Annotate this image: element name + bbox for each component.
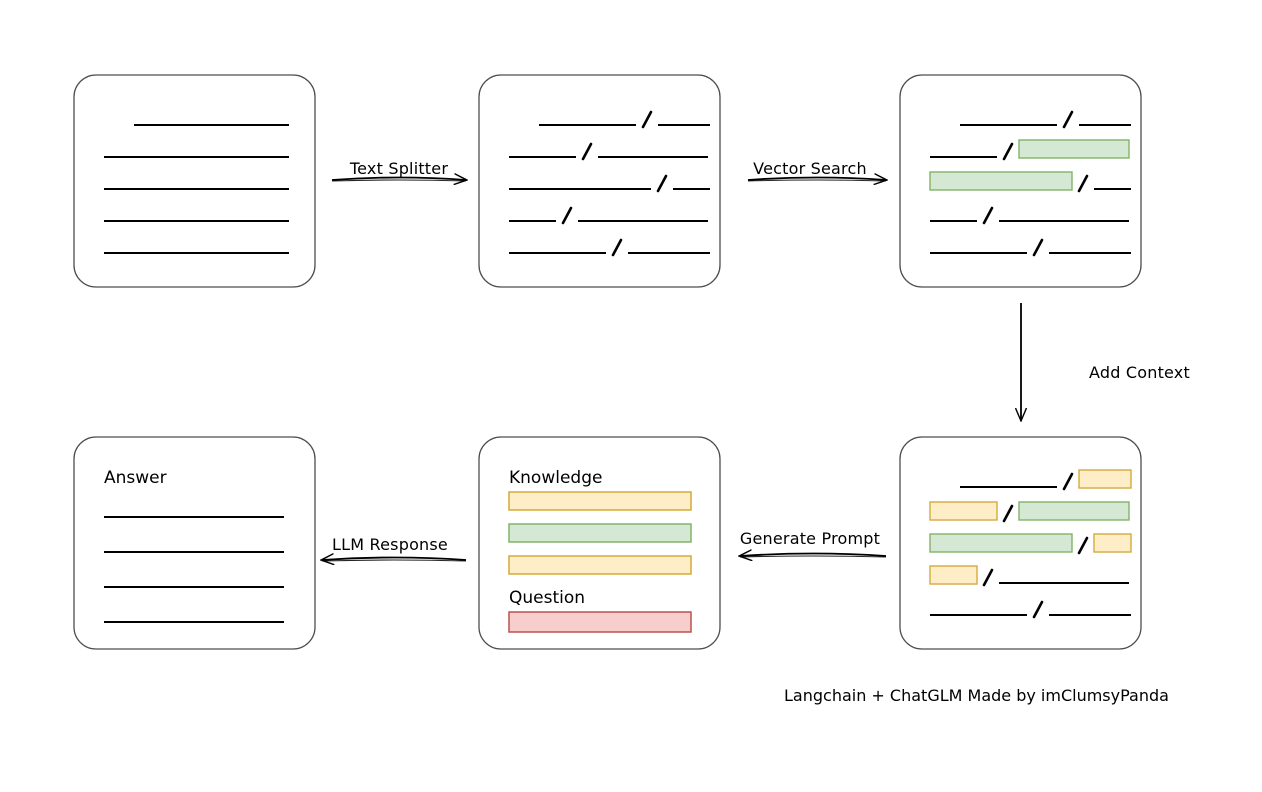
chunk-separator [641,110,653,129]
prompt-bar-yellow [508,555,692,575]
edge-label-llm-response: LLM Response [332,535,448,554]
highlight-chip-yellow [929,565,978,585]
chunk-separator [1032,238,1044,257]
node-heading: Question [509,588,586,608]
footer-credit: Langchain + ChatGLM Made by imClumsyPand… [784,686,1169,705]
node-frame [73,74,316,288]
chunk-separator [1062,110,1074,129]
edge-label-vector-search: Vector Search [753,159,867,178]
node-answer [73,436,316,650]
node-heading: Answer [104,468,167,488]
node-source-document [73,74,316,288]
prompt-bar-yellow [508,491,692,511]
node-prompt [478,436,721,650]
highlight-chip-green [929,171,1073,191]
prompt-bar-red [508,611,692,633]
edge-sketch-vector-search [747,179,887,182]
chunk-separator [561,206,573,225]
edge-llm-response [322,558,467,561]
highlight-chip-green [1018,501,1130,521]
highlight-chip-yellow [1078,469,1132,489]
node-split-chunks [478,74,721,288]
edge-generate-prompt [740,554,887,557]
edge-text-splitter [331,178,466,181]
node-heading: Knowledge [509,468,603,488]
prompt-bar-green [508,523,692,543]
chunk-separator [611,238,623,257]
chunk-separator [1032,600,1044,619]
edge-label-add-context: Add Context [1089,363,1190,382]
highlight-chip-yellow [929,501,998,521]
chunk-separator [1002,142,1014,161]
chunk-separator [1002,504,1014,523]
node-frame [478,436,721,650]
edge-sketch-llm-response [321,559,467,562]
chunk-separator [982,206,994,225]
chunk-separator [982,568,994,587]
edges-layer [104,110,1132,633]
highlight-chip-green [1018,139,1130,159]
node-frame [73,436,316,650]
chunk-separator [656,174,668,193]
edge-sketch-generate-prompt [739,555,887,558]
edge-vector-search [747,178,886,181]
highlight-chip-green [929,533,1073,553]
edge-sketch-text-splitter [331,179,467,182]
highlight-chip-yellow [1093,533,1132,553]
edge-label-text-splitter: Text Splitter [349,159,449,178]
chunk-separator [581,142,593,161]
chunk-separator [1077,536,1089,555]
node-frame [478,74,721,288]
edge-label-generate-prompt: Generate Prompt [739,529,881,548]
chunk-separator [1077,174,1089,193]
chunk-separator [1062,472,1074,491]
nodes-layer [73,74,1142,650]
